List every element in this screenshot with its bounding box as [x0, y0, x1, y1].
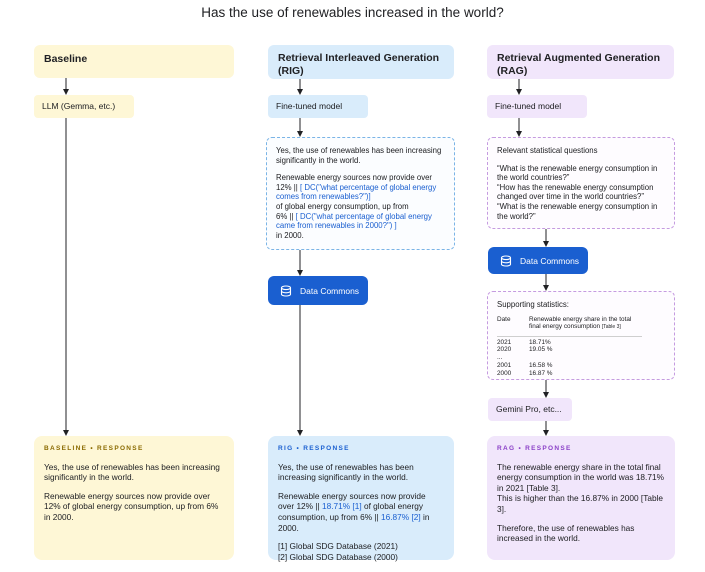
- rag-stats-col-share-ref: [Table 3]: [601, 324, 621, 331]
- database-icon: [280, 284, 292, 297]
- stat-value: 16.58 %: [529, 361, 553, 369]
- rag-stats-box: Supporting statistics: Date Renewable en…: [487, 291, 675, 380]
- rag-question-3: “What is the renewable energy consumptio…: [497, 201, 658, 221]
- rig-gen-query-2: [ DC("what percentage of global energy c…: [276, 211, 432, 231]
- table-row: 2001 16.58 %: [497, 362, 665, 370]
- rag-stats-col-date: Date: [497, 315, 511, 323]
- rig-generation-box: Yes, the use of renewables has been incr…: [266, 137, 455, 250]
- stat-date: 2021: [497, 338, 512, 346]
- rig-ref-1: [1] Global SDG Database (2021): [278, 541, 398, 552]
- rig-resp-c: in 2000.: [278, 511, 430, 533]
- rig-gen-l2a: 12% ||: [276, 182, 300, 192]
- stat-value: 18.71%: [529, 338, 551, 346]
- table-row: 2000 16.87 %: [497, 370, 665, 378]
- rag-stats-col-share: Renewable energy share in the total fina…: [529, 316, 644, 332]
- rig-response-p1: Yes, the use of renewables has been incr…: [278, 461, 414, 483]
- rig-gen-l4: 6% || [ DC("what percentage of global en…: [276, 212, 445, 231]
- rig-resp-value-2: 16.87% [2]: [381, 511, 421, 522]
- stat-date: 2000: [497, 369, 512, 377]
- rig-gen-l5: in 2000.: [276, 230, 304, 240]
- rag-data-commons-label: Data Commons: [520, 255, 580, 266]
- rag-data-commons-box: Data Commons: [488, 247, 588, 274]
- rig-gen-l2: 12% || [ DC("what percentage of global e…: [276, 183, 445, 202]
- baseline-response-tag: BASELINE • RESPONSE: [44, 445, 144, 452]
- rig-resp-a: Renewable energy sources now provide ove…: [278, 490, 426, 512]
- diagram-title: Has the use of renewables increased in t…: [201, 5, 504, 20]
- baseline-llm-box: LLM (Gemma, etc.): [34, 95, 134, 118]
- rig-response-p2: Renewable energy sources now provide ove…: [278, 491, 444, 533]
- database-icon: [500, 254, 512, 267]
- rag-response-tag: RAG • RESPONSE: [497, 445, 572, 452]
- rig-ref-2: [2] Global SDG Database (2000): [278, 551, 398, 562]
- rag-response-p1: The renewable energy share in the total …: [497, 461, 664, 493]
- table-row: 2021 18.71%: [497, 339, 665, 347]
- rag-response-box: RAG • RESPONSE The renewable energy shar…: [487, 436, 675, 560]
- rag-stats-divider: [497, 335, 642, 337]
- rig-gen-l3: of global energy consumption, up from: [276, 201, 409, 211]
- baseline-response-box: BASELINE • RESPONSE Yes, the use of rene…: [34, 436, 234, 560]
- baseline-header: Baseline: [34, 45, 234, 78]
- rig-header: Retrieval Interleaved Generation (RIG): [268, 45, 454, 79]
- rag-response-p2: This is higher than the 16.87% in 2000 […: [497, 493, 664, 514]
- rag-questions-box: Relevant statistical questions “What is …: [487, 137, 675, 229]
- rag-header: Retrieval Augmented Generation (RAG): [487, 45, 674, 79]
- rig-data-commons-box: Data Commons: [268, 276, 368, 305]
- stat-date: 2001: [497, 361, 512, 369]
- rag-question-2: “How has the renewable energy consumptio…: [497, 182, 654, 202]
- rig-resp-value-1: 18.71% [1]: [321, 501, 362, 512]
- rag-model-box: Fine-tuned model: [487, 95, 587, 118]
- stat-value: 16.87 %: [529, 369, 553, 377]
- rig-resp-b: of global energy consumption, up from 6%…: [278, 501, 424, 522]
- rig-model-box: Fine-tuned model: [268, 95, 368, 118]
- stat-date: 2020: [497, 346, 512, 354]
- stat-date: ...: [497, 354, 503, 362]
- rig-gen-l1: Renewable energy sources now provide ove…: [276, 173, 433, 183]
- rag-questions-title: Relevant statistical questions: [497, 146, 598, 155]
- stat-value: 19.05 %: [529, 346, 553, 354]
- rag-gemini-box: Gemini Pro, etc...: [488, 398, 572, 421]
- table-row: ...: [497, 354, 665, 362]
- baseline-response-p2: Renewable energy sources now provide ove…: [44, 490, 219, 522]
- baseline-response-p1: Yes, the use of renewables has been incr…: [44, 461, 220, 483]
- stat-value: [529, 354, 644, 362]
- rig-gen-l4a: 6% ||: [276, 211, 296, 221]
- rag-stats-col-share-label: Renewable energy share in the total fina…: [529, 315, 632, 331]
- rag-stats-title: Supporting statistics:: [497, 300, 569, 309]
- rag-question-1: “What is the renewable energy consumptio…: [497, 163, 658, 183]
- rag-response-p3: Therefore, the use of renewables has inc…: [497, 522, 635, 544]
- table-row: 2020 19.05 %: [497, 346, 665, 354]
- rag-stats-header: Date Renewable energy share in the total…: [497, 316, 665, 332]
- rig-response-tag: RIG • RESPONSE: [278, 445, 350, 452]
- rig-gen-query-1: [ DC("what percentage of global energy c…: [276, 182, 437, 202]
- rig-gen-p1: Yes, the use of renewables has been incr…: [276, 146, 442, 165]
- rig-data-commons-label: Data Commons: [300, 285, 360, 296]
- rig-response-box: RIG • RESPONSE Yes, the use of renewable…: [268, 436, 454, 562]
